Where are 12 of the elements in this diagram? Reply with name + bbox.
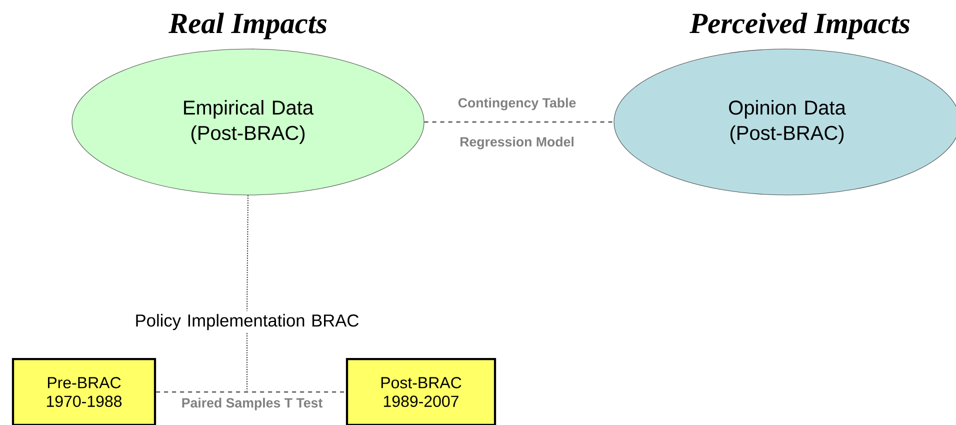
edge-label: Paired Samples T Test <box>180 396 324 412</box>
connector-line <box>424 121 614 123</box>
connector-line <box>246 195 249 311</box>
method-label: Regression Model <box>458 135 576 151</box>
period-box: Pre-BRAC 1970-1988 <box>12 358 156 425</box>
policy-text: Policy Implementation BRAC <box>136 314 359 330</box>
period-box: Post-BRAC 1989-2007 <box>346 358 496 425</box>
node-label: Perceived Impacts <box>690 12 910 40</box>
edge-label: Contingency Table <box>456 96 578 112</box>
connector-line <box>156 391 346 393</box>
node-label: Real Impacts <box>168 12 327 40</box>
connector-line <box>246 333 248 391</box>
